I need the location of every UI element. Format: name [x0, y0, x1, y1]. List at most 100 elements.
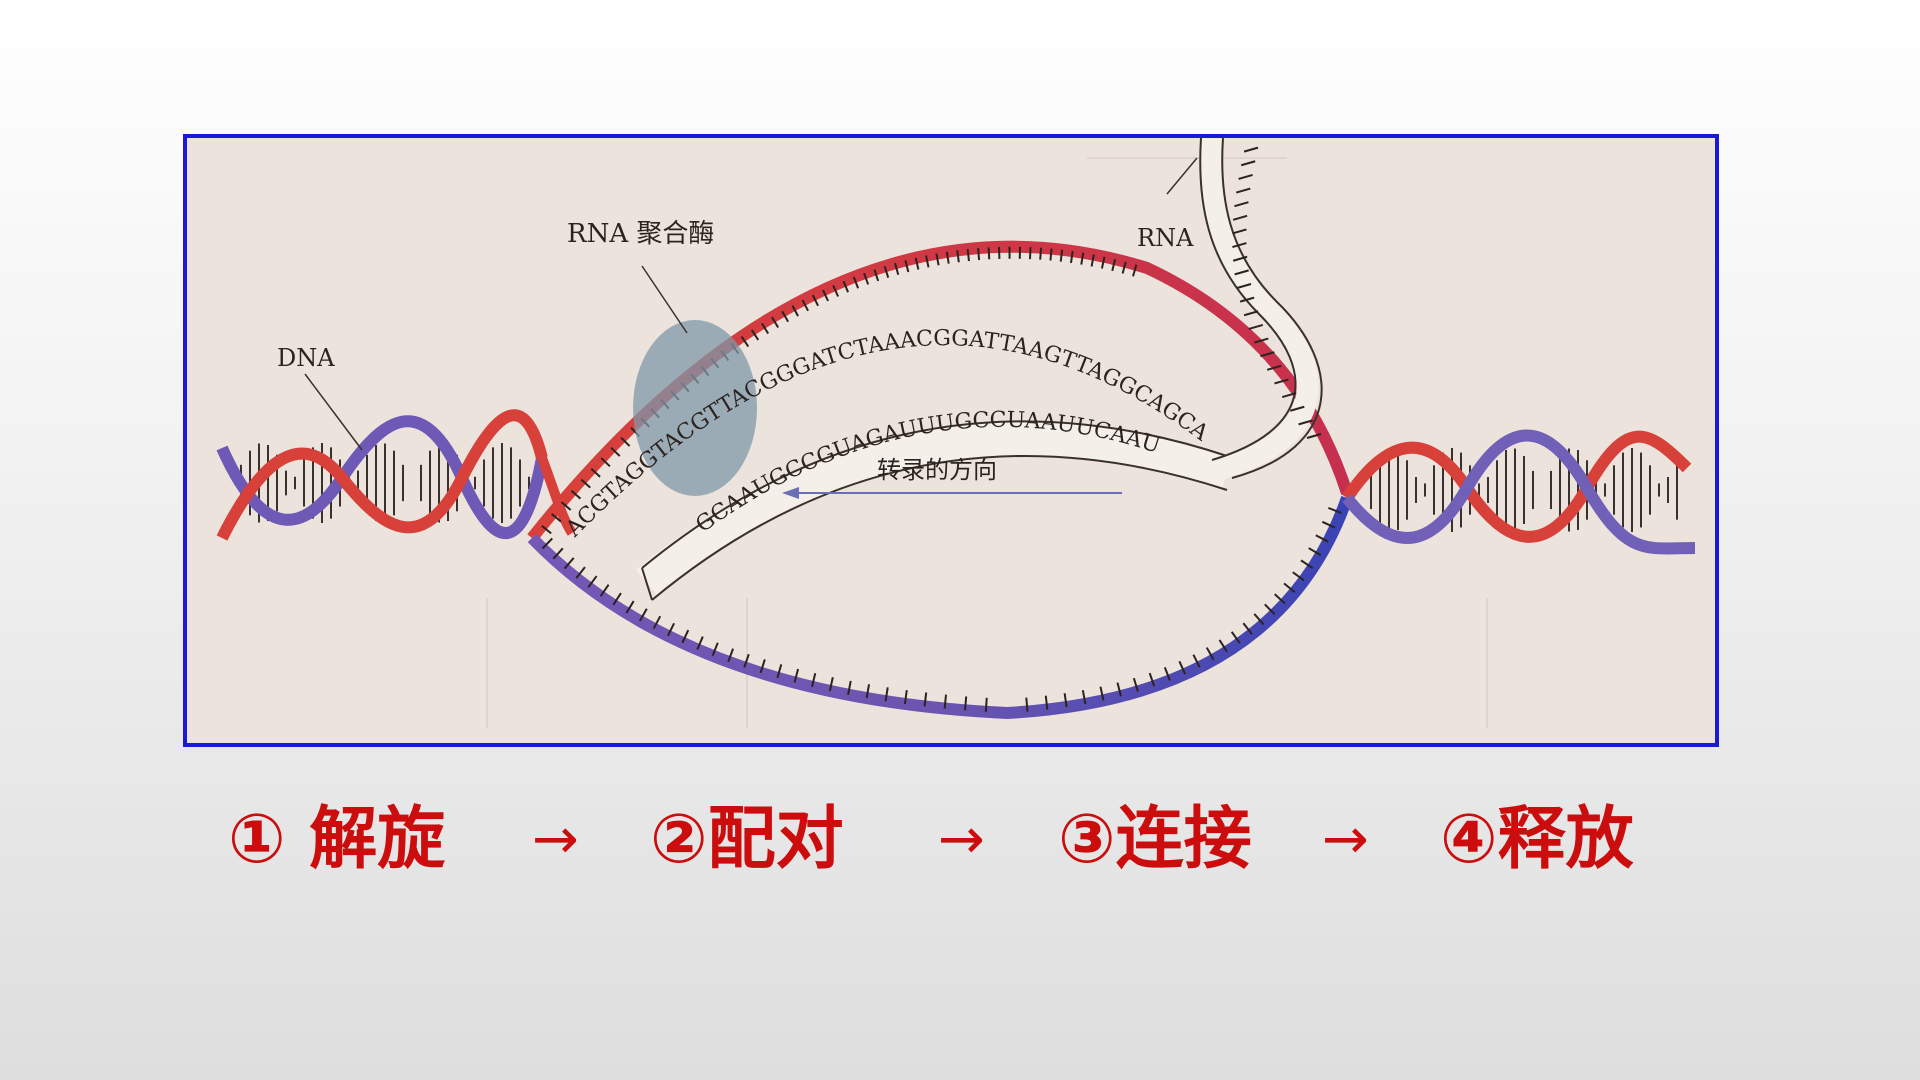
base-tick: [1292, 571, 1305, 582]
base-tick: [1148, 672, 1156, 687]
base-tick: [743, 653, 750, 668]
base-tick: [759, 659, 766, 674]
base-tick: [945, 251, 950, 264]
base-tick: [1080, 252, 1085, 265]
base-tick: [964, 696, 968, 711]
base-tick: [801, 299, 809, 312]
base-tick: [570, 490, 582, 500]
base-tick: [587, 575, 598, 588]
base-tick: [791, 305, 799, 317]
step-pairing: ②配对: [650, 800, 844, 879]
base-tick: [793, 668, 800, 683]
base-tick: [1266, 364, 1282, 371]
direction-arrowhead: [782, 487, 799, 499]
base-tick: [711, 642, 719, 657]
polymerase-leader-line: [641, 265, 688, 334]
dna-leader-line: [304, 373, 363, 451]
base-tick: [590, 467, 601, 478]
base-tick: [904, 260, 910, 273]
base-tick: [612, 592, 622, 606]
step-arrow-3: →: [1322, 807, 1369, 872]
base-tick: [1242, 622, 1253, 635]
base-tick: [610, 446, 621, 457]
base-tick: [1232, 242, 1247, 249]
dna-helix-right: [1342, 429, 1696, 555]
base-tick: [1049, 248, 1053, 261]
base-tick: [987, 247, 991, 260]
base-tick: [1132, 264, 1138, 277]
base-tick: [1264, 603, 1276, 615]
base-tick: [811, 294, 819, 307]
base-tick: [852, 276, 860, 289]
base-tick: [1100, 256, 1106, 269]
base-tick: [847, 680, 852, 695]
base-tick: [1306, 433, 1322, 439]
dna-bases-lower: [541, 506, 1342, 712]
base-tick: [1163, 667, 1171, 681]
dna-template-strand: [527, 496, 1353, 720]
transcription-diagram: ACGTAGGTACGTTACGGGATCTAAACGGATTAAGTTAGGC…: [183, 134, 1719, 747]
base-tick: [873, 269, 880, 282]
base-tick: [1238, 173, 1253, 180]
base-tick: [696, 636, 704, 650]
base-tick: [1253, 337, 1269, 344]
base-tick: [1132, 677, 1139, 692]
base-tick: [638, 608, 648, 622]
base-tick: [811, 673, 817, 688]
base-tick: [750, 329, 760, 341]
step-release: ④释放: [1440, 800, 1634, 879]
base-tick: [1260, 351, 1275, 358]
base-tick: [541, 525, 552, 535]
step-arrow-1: →: [532, 807, 579, 872]
base-tick: [620, 436, 631, 447]
base-tick: [1315, 534, 1329, 543]
rna-polymerase-label: RNA 聚合酶: [567, 219, 714, 249]
base-tick: [1234, 201, 1249, 208]
base-tick: [1308, 547, 1322, 557]
base-tick: [1327, 506, 1342, 515]
base-tick: [1283, 582, 1296, 594]
base-tick: [1321, 520, 1336, 529]
step-arrow-2: →: [938, 807, 985, 872]
base-tick: [541, 537, 553, 550]
base-tick: [1232, 255, 1248, 262]
base-tick: [1248, 323, 1264, 330]
base-tick: [1243, 146, 1259, 153]
base-tick: [560, 501, 572, 511]
step-linking: ③连接: [1058, 800, 1252, 879]
base-tick: [1111, 258, 1117, 272]
rna-label: RNA: [1137, 224, 1194, 252]
base-tick: [580, 478, 591, 489]
transcription-illustration: ACGTAGGTACGTTACGGGATCTAAACGGATTAAGTTAGGC…: [187, 138, 1696, 728]
rna-ribbon: [636, 421, 1233, 597]
base-tick: [1240, 160, 1256, 167]
dna-helix-left: [216, 409, 577, 541]
base-tick: [1205, 647, 1215, 661]
base-tick: [842, 280, 850, 293]
base-tick: [776, 664, 783, 679]
background-texture: [486, 157, 1488, 728]
rna-leader-line: [1166, 157, 1198, 195]
base-tick: [1243, 310, 1259, 317]
base-tick: [652, 615, 662, 630]
base-tick: [600, 457, 611, 468]
base-tick: [1274, 378, 1289, 385]
base-tick: [1025, 697, 1029, 712]
base-tick: [1300, 559, 1314, 569]
base-tick: [1090, 254, 1095, 267]
base-tick: [883, 265, 890, 279]
base-tick: [563, 557, 575, 570]
base-tick: [552, 547, 564, 560]
base-tick: [1298, 419, 1313, 426]
base-tick: [903, 689, 908, 705]
base-tick: [1099, 686, 1105, 701]
base-tick: [666, 622, 675, 637]
base-tick: [943, 694, 947, 709]
base-tick: [977, 248, 981, 261]
transcription-steps: ① 解旋 → ②配对 → ③连接 → ④释放: [0, 795, 1920, 885]
base-tick: [681, 629, 690, 644]
base-tick: [1044, 695, 1049, 710]
base-tick: [822, 289, 829, 302]
base-tick: [1232, 214, 1248, 221]
